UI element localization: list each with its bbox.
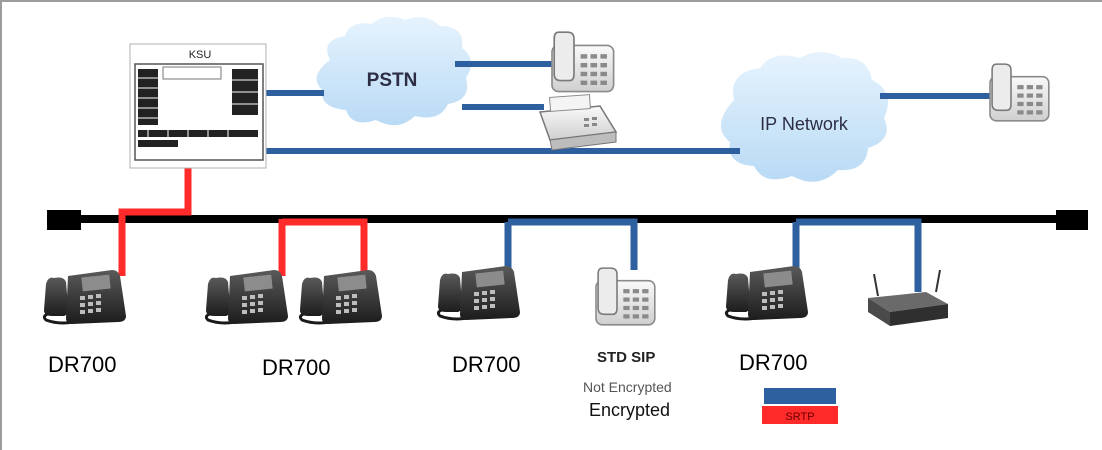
ip-phone-icon xyxy=(436,264,522,322)
ip-phone-icon xyxy=(298,268,384,326)
wireless-router-icon xyxy=(868,269,948,326)
legend-encrypted-swatch xyxy=(762,406,838,424)
desk-phone-icon xyxy=(551,31,615,93)
legend-srtp-tag: SRTP xyxy=(785,411,814,423)
dr700-label-1: DR700 xyxy=(48,352,116,377)
unencrypted-drops xyxy=(504,218,922,292)
ip-phone-icon xyxy=(724,264,810,322)
std-sip-label: STD SIP xyxy=(597,349,655,366)
dr700-label-3: DR700 xyxy=(452,352,520,377)
pstn-cloud xyxy=(316,16,472,126)
std-sip-phone xyxy=(595,267,656,326)
dr700-phone-4 xyxy=(724,264,810,322)
dr700-phone-3 xyxy=(436,264,522,322)
ip-phone-icon xyxy=(42,268,128,326)
legend-unencrypted-swatch xyxy=(764,388,836,404)
legend-not-encrypted-label: Not Encrypted xyxy=(583,379,672,395)
fax-machine-icon xyxy=(538,94,618,151)
dr700-phone-2b xyxy=(298,268,384,326)
legend-encrypted-label: Encrypted xyxy=(589,400,670,420)
ip-network-desk-phone xyxy=(989,63,1050,122)
cloud-icon xyxy=(720,52,888,182)
dr700-phone-2a xyxy=(204,268,290,326)
legend: Not Encrypted Encrypted SRTP xyxy=(583,379,838,424)
desk-phone-icon xyxy=(989,63,1050,122)
dr700-phone-1 xyxy=(42,268,128,326)
ksu-label: KSU xyxy=(189,49,212,61)
ksu-icon: KSU xyxy=(129,43,267,169)
dr700-label-4: DR700 xyxy=(739,350,807,375)
ip-network-label: IP Network xyxy=(760,114,849,134)
pstn-label: PSTN xyxy=(367,70,418,91)
ip-network-cloud xyxy=(720,52,888,182)
trunk-lines xyxy=(266,61,1000,154)
dr700-label-2: DR700 xyxy=(262,355,330,380)
sip-phone-icon xyxy=(595,267,656,326)
ip-phone-icon xyxy=(204,268,290,326)
cloud-icon xyxy=(316,16,472,126)
pstn-desk-phone xyxy=(551,31,615,93)
encrypted-drops xyxy=(118,168,368,276)
